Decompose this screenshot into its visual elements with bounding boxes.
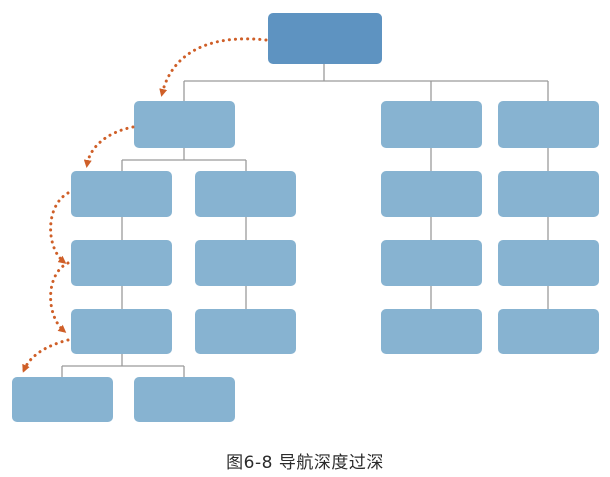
node-l3-a1 <box>71 240 172 286</box>
connector-lines <box>61 64 549 377</box>
site-hierarchy-diagram <box>12 13 599 422</box>
node-boxes <box>12 13 599 422</box>
node-l2-a2 <box>195 171 296 217</box>
node-l4-a1 <box>71 309 172 354</box>
nav-arrow-root-to-l1a <box>159 37 268 97</box>
navigation-path-arrows <box>22 37 268 373</box>
node-l3-a2 <box>195 240 296 286</box>
node-l3-c <box>498 240 599 286</box>
nav-arrow-l1a-to-l2a1 <box>83 125 135 168</box>
node-l5-a1b <box>134 377 235 422</box>
node-root <box>268 13 382 64</box>
node-l4-b <box>381 309 482 354</box>
node-l3-b <box>381 240 482 286</box>
nav-arrow-l2a1-to-l3a1 <box>49 191 70 264</box>
node-l1-b <box>381 101 482 148</box>
figure-caption: 图6-8 导航深度过深 <box>226 453 384 473</box>
node-l5-a1a <box>12 377 113 422</box>
node-l2-b <box>381 171 482 217</box>
nav-arrow-l3a1-to-l4a1 <box>49 261 70 333</box>
node-l4-a2 <box>195 309 296 354</box>
nav-arrow-l4a1-to-l5a1a <box>22 338 70 373</box>
node-l1-c <box>498 101 599 148</box>
node-l2-c <box>498 171 599 217</box>
node-l4-c <box>498 309 599 354</box>
node-l1-a <box>134 101 235 148</box>
node-l2-a1 <box>71 171 172 217</box>
